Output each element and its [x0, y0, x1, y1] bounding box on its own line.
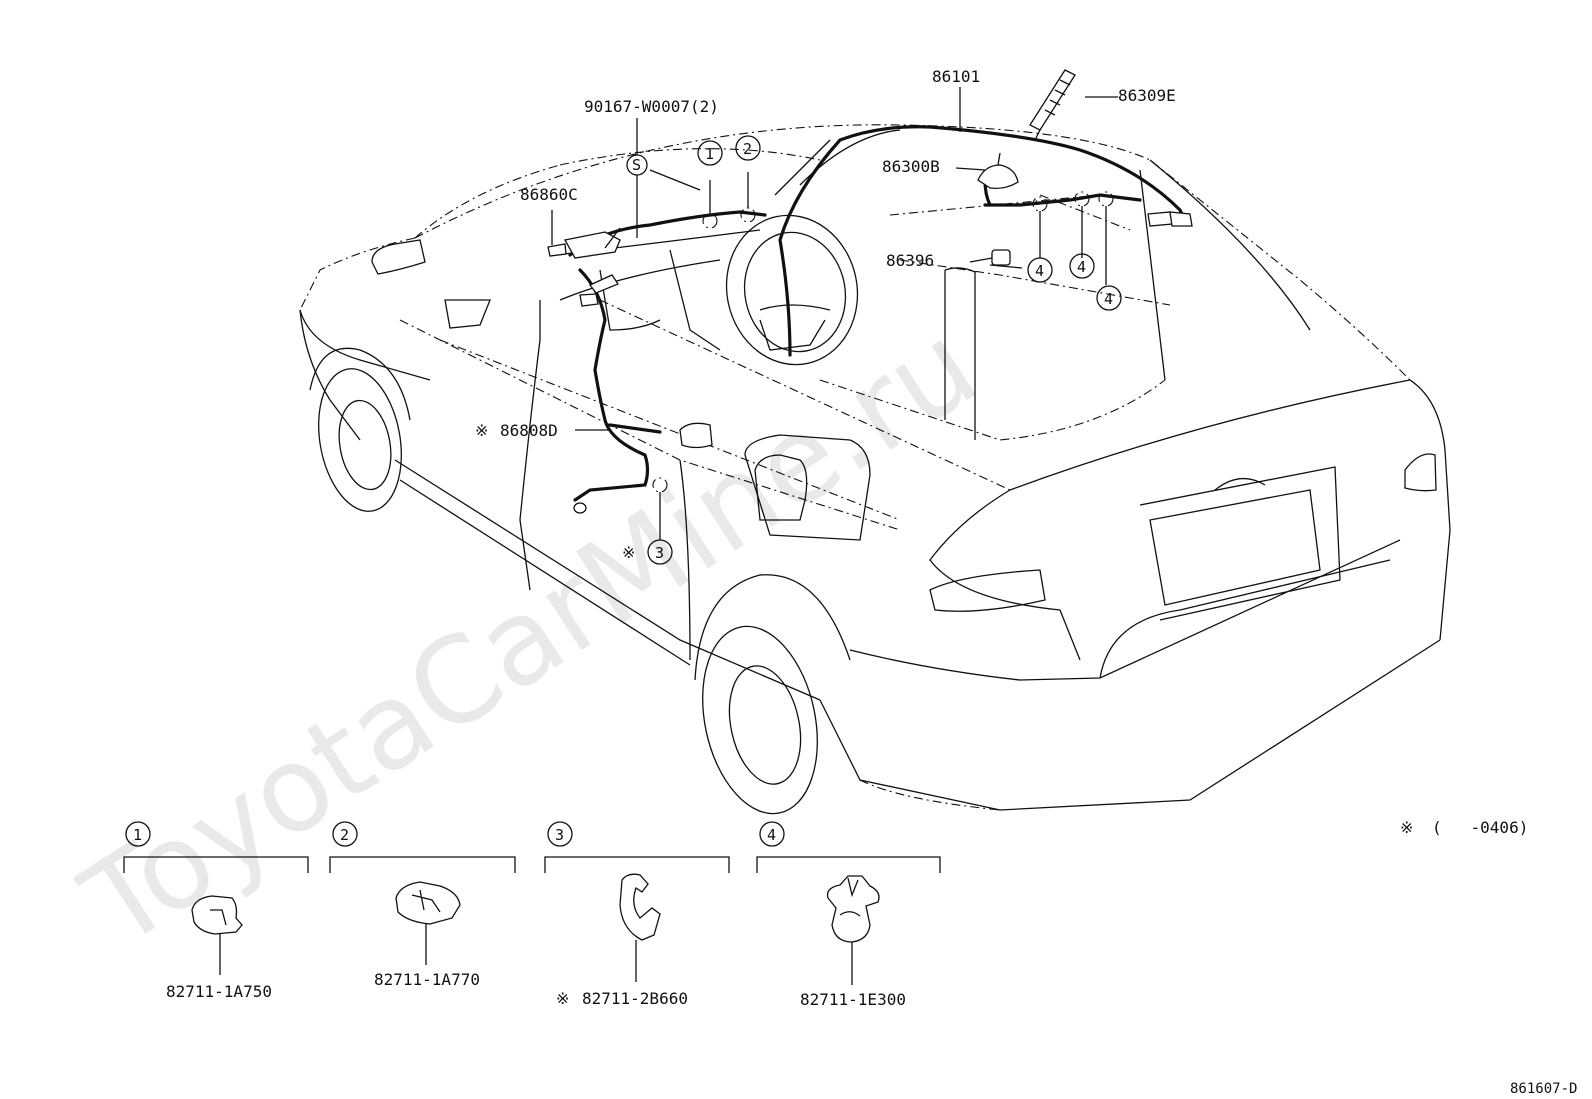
label-cable-lower-mark: ※ [475, 421, 488, 440]
diagram-id: 861607-D [1510, 1081, 1577, 1097]
svg-text:4: 4 [1104, 290, 1113, 308]
footnote-mark: ※ [1400, 818, 1413, 837]
detail-3-part-no: 82711-2B660 [582, 989, 688, 1008]
detail-3-number: 3 [555, 826, 564, 844]
bolt-marker: S [626, 154, 648, 176]
svg-text:S: S [632, 156, 641, 174]
svg-text:3: 3 [655, 544, 664, 562]
label-cable-top: 86101 [932, 67, 980, 86]
grommet-86396[interactable] [991, 249, 1011, 266]
callout-3: ※ 3 [622, 539, 673, 565]
label-amp: 86860C [520, 185, 578, 204]
detail-clamp-4[interactable]: 4 82711-1E300 [756, 821, 941, 1009]
label-antenna-pole: 86309E [1118, 86, 1176, 105]
callout-2: 2 [735, 135, 761, 161]
detail-clamp-3[interactable]: 3 ※ 82711-2B660 [544, 821, 730, 1008]
svg-text:1: 1 [705, 145, 714, 163]
callout-1: 1 [697, 140, 723, 166]
detail-4-number: 4 [767, 826, 776, 844]
amplifier-86860C[interactable] [547, 231, 621, 259]
antenna-base-86300B[interactable] [977, 152, 1019, 190]
detail-3-mark: ※ [556, 989, 569, 1008]
svg-text:2: 2 [743, 140, 752, 158]
part-labels: 90167-W0007(2) 86101 86309E 86300B 86860… [475, 67, 1176, 440]
label-antenna-base: 86300B [882, 157, 940, 176]
watermark: ToyotaCarMine.ru [59, 296, 1000, 974]
callout-markers: 1 2 4 4 4 ※ 3 [622, 135, 1122, 565]
callout-4a: 4 [1027, 257, 1053, 283]
antenna-cable [568, 125, 1185, 502]
car-outline [299, 124, 1451, 815]
cable-connectors [573, 211, 1193, 514]
svg-text:4: 4 [1035, 262, 1044, 280]
label-bolt: 90167-W0007(2) [584, 97, 719, 116]
detail-clamp-1[interactable]: 1 82711-1A750 [123, 821, 309, 1001]
svg-text:※: ※ [622, 543, 635, 562]
leader-lines [551, 87, 1118, 540]
antenna-pole-86309E[interactable] [1029, 69, 1076, 141]
svg-text:4: 4 [1077, 258, 1086, 276]
detail-clamp-2[interactable]: 2 82711-1A770 [329, 821, 516, 989]
label-cable-lower: 86808D [500, 421, 558, 440]
detail-4-part-no: 82711-1E300 [800, 990, 906, 1009]
callout-4c: 4 [1096, 285, 1122, 311]
label-grommet: 86396 [886, 251, 934, 270]
detail-2-part-no: 82711-1A770 [374, 970, 480, 989]
detail-2-number: 2 [340, 826, 349, 844]
footnote: ※ ( -0406) [1400, 818, 1528, 837]
footnote-text: ( -0406) [1432, 818, 1528, 837]
detail-1-part-no: 82711-1A750 [166, 982, 272, 1001]
detail-1-number: 1 [133, 826, 142, 844]
callout-4b: 4 [1069, 253, 1095, 279]
